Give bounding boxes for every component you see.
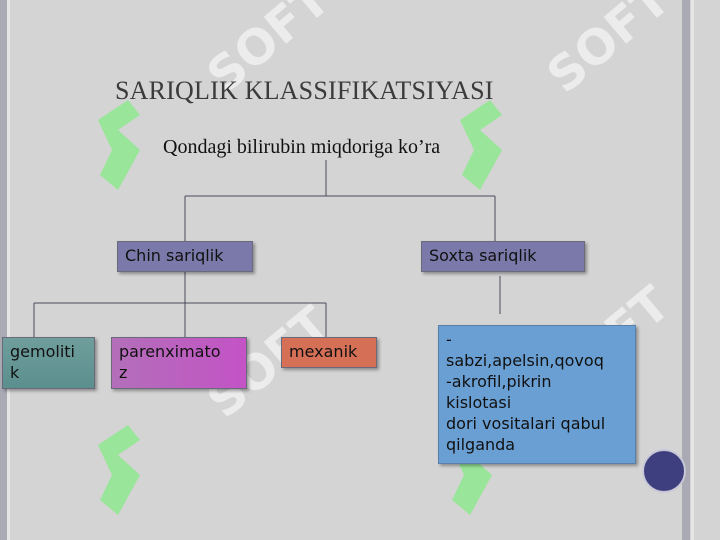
node-chin-sariqlik: Chin sariqlik [117,241,253,272]
node-line: -akrofil,pikrin [446,372,552,391]
node-soxta-sariqlik: Soxta sariqlik [421,241,585,272]
watermark-logo-icon [460,100,502,190]
right-border-bar [682,0,720,540]
watermark-logo-icon [98,425,140,515]
node-label-part: z [119,363,128,382]
node-label: mexanik [289,342,358,361]
node-line: - [446,330,452,349]
corner-decoration-circle [642,449,686,493]
node-label-part: parenximato [119,342,221,361]
node-label-part: k [10,363,20,382]
node-label: Soxta sariqlik [429,246,537,265]
node-label: Chin sariqlik [125,246,224,265]
page-title: SARIQLIK KLASSIFIKATSIYASI [115,76,494,105]
node-label-part: gemoliti [10,342,75,361]
node-line: dori vositalari qabul [446,414,606,433]
left-border-highlight [7,0,10,540]
watermark-logo-icon [98,100,140,190]
right-border-highlight [691,0,694,540]
node-soxta-causes: - sabzi,apelsin,qovoq -akrofil,pikrin ki… [438,325,636,464]
node-gemolitik: gemoliti k [2,337,95,389]
node-line: kislotasi [446,393,512,412]
left-border-bar [0,0,7,540]
node-mexanik: mexanik [281,337,377,368]
node-line: qilganda [446,435,516,454]
root-node-label: Qondagi bilirubin miqdoriga ko’ra [163,136,441,158]
node-line: sabzi,apelsin,qovoq [446,351,604,370]
node-parenximatoz: parenximato z [111,337,247,389]
